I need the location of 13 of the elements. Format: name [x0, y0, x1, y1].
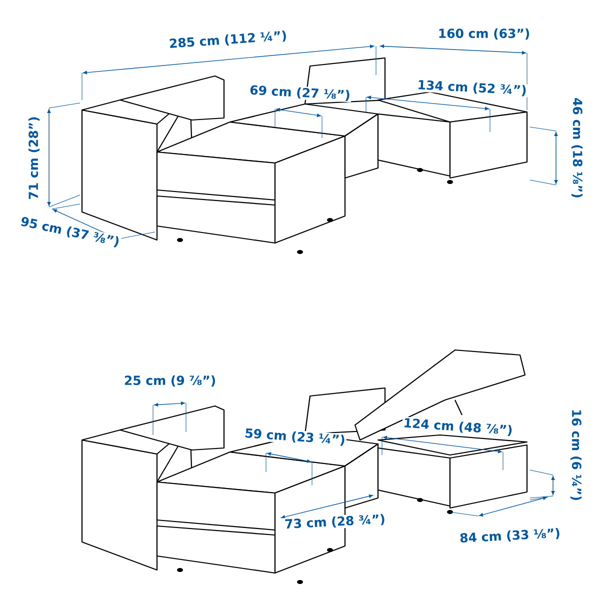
dimension-text: 25 cm (9 ⅞”) [122, 374, 218, 388]
dimension-text: 73 cm (28 ¾”) [283, 512, 387, 532]
dimension-text: 285 cm (112 ¼”) [168, 29, 288, 51]
dimension-text: 71 cm (28”) [27, 115, 41, 201]
dimension-text: 95 cm (37 ⅜”) [18, 214, 122, 250]
dimension-text: 84 cm (33 ⅛”) [458, 526, 562, 546]
dimension-text: 69 cm (27 ⅛”) [248, 84, 352, 102]
dimension-text: 59 cm (23 ¼”) [243, 426, 347, 448]
dimension-text: 160 cm (63”) [436, 27, 532, 41]
dimension-text: 46 cm (18 ⅛”) [570, 96, 584, 200]
dimension-text: 16 cm (6 ¼”) [569, 408, 583, 502]
dimension-text: 134 cm (52 ¾”) [416, 78, 528, 98]
dimension-text: 124 cm (48 ⅞”) [402, 416, 514, 438]
